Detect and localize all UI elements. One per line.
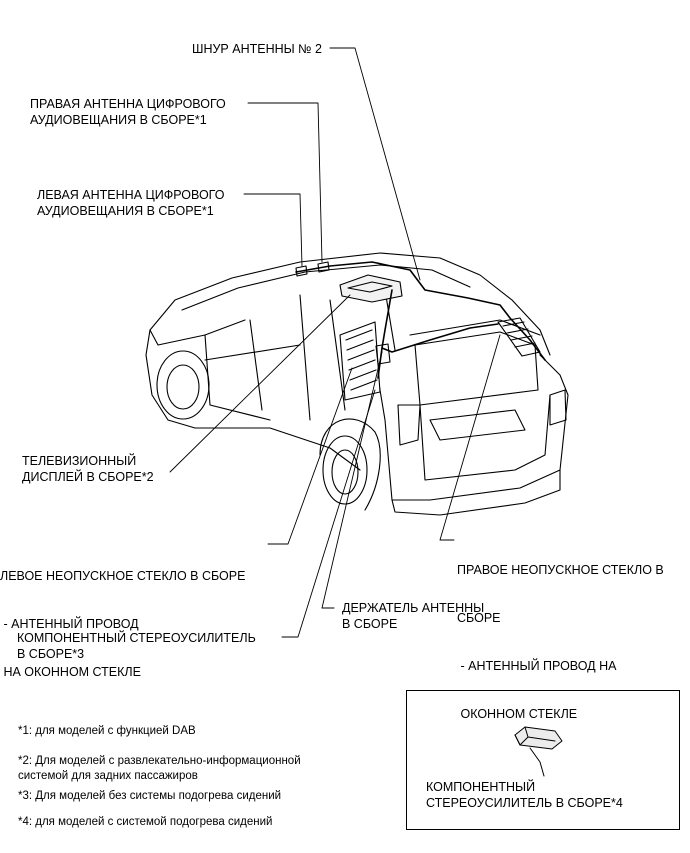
callout-line: - АНТЕННЫЙ ПРОВОД (0, 617, 139, 631)
footnote-4: *4: для моделей с системой подогрева сид… (18, 815, 272, 830)
footnote-line: *4: для моделей с системой подогрева сид… (18, 816, 273, 828)
inset-label-line: СТЕРЕОУСИЛИТЕЛЬ В СБОРЕ*4 (426, 796, 623, 810)
callout-line: ЛЕВОЕ НЕОПУСКНОЕ СТЕКЛО В СБОРЕ (0, 569, 246, 583)
callout-line: ДЕРЖАТЕЛЬ АНТЕННЫ (342, 601, 485, 615)
callout-line: СБОРЕ (457, 611, 501, 625)
callout-line: АУДИОВЕЩАНИЯ В СБОРЕ*1 (30, 113, 207, 127)
footnote-1: *1: для моделей с функцией DAB (18, 724, 196, 739)
footnote-line: *2: Для моделей с развлекательно-информа… (18, 755, 301, 767)
callout-stereo-amplifier: КОМПОНЕНТНЫЙ СТЕРЕОУСИЛИТЕЛЬ В СБОРЕ*3 (17, 630, 256, 662)
callout-line: ПРАВАЯ АНТЕННА ЦИФРОВОГО (30, 97, 226, 111)
callout-line: ПРАВОЕ НЕОПУСКНОЕ СТЕКЛО В (457, 563, 664, 577)
callout-line: ТЕЛЕВИЗИОННЫЙ (22, 454, 137, 468)
callout-line: НА ОКОННОМ СТЕКЛЕ (0, 665, 141, 679)
callout-antenna-cord-2: ШНУР АНТЕННЫ № 2 (192, 41, 322, 57)
footnote-line: *3: Для моделей без системы подогрева си… (18, 790, 282, 802)
leader-lines (169, 47, 501, 638)
callout-right-quarter-glass: ПРАВОЕ НЕОПУСКНОЕ СТЕКЛО В СБОРЕ - АНТЕН… (457, 530, 664, 738)
callout-line: ЛЕВАЯ АНТЕННА ЦИФРОВОГО (37, 188, 225, 202)
callout-left-quarter-glass: ЛЕВОЕ НЕОПУСКНОЕ СТЕКЛО В СБОРЕ - АНТЕНН… (0, 536, 245, 696)
callout-line: ОКОННОМ СТЕКЛЕ (457, 707, 578, 721)
inset-box (406, 690, 680, 830)
vehicle-outline (145, 252, 569, 516)
inset-label-line: КОМПОНЕНТНЫЙ (426, 780, 536, 794)
callout-left-dab-antenna: ЛЕВАЯ АНТЕННА ЦИФРОВОГО АУДИОВЕЩАНИЯ В С… (37, 187, 224, 219)
inset-label: КОМПОНЕНТНЫЙ СТЕРЕОУСИЛИТЕЛЬ В СБОРЕ*4 (426, 779, 623, 811)
callout-line: В СБОРЕ (342, 617, 398, 631)
footnote-3: *3: Для моделей без системы подогрева си… (18, 789, 281, 804)
callout-line: ДИСПЛЕЙ В СБОРЕ*2 (22, 470, 154, 484)
footnote-line: *1: для моделей с функцией DAB (18, 725, 196, 737)
components (295, 261, 541, 401)
callout-line: В СБОРЕ*3 (17, 647, 85, 661)
callout-line: - АНТЕННЫЙ ПРОВОД НА (457, 659, 617, 673)
footnote-2: *2: Для моделей с развлекательно-информа… (18, 754, 301, 784)
callout-antenna-holder: ДЕРЖАТЕЛЬ АНТЕННЫ В СБОРЕ (342, 600, 484, 632)
callout-line: КОМПОНЕНТНЫЙ СТЕРЕОУСИЛИТЕЛЬ (17, 631, 256, 645)
inset-amplifier-icon (514, 726, 563, 777)
callout-line: ШНУР АНТЕННЫ № 2 (192, 42, 322, 56)
callout-tv-display: ТЕЛЕВИЗИОННЫЙ ДИСПЛЕЙ В СБОРЕ*2 (22, 453, 154, 485)
callout-right-dab-antenna: ПРАВАЯ АНТЕННА ЦИФРОВОГО АУДИОВЕЩАНИЯ В … (30, 96, 226, 128)
callout-line: АУДИОВЕЩАНИЯ В СБОРЕ*1 (37, 204, 214, 218)
footnote-line: системой для задних пассажиров (18, 770, 198, 782)
